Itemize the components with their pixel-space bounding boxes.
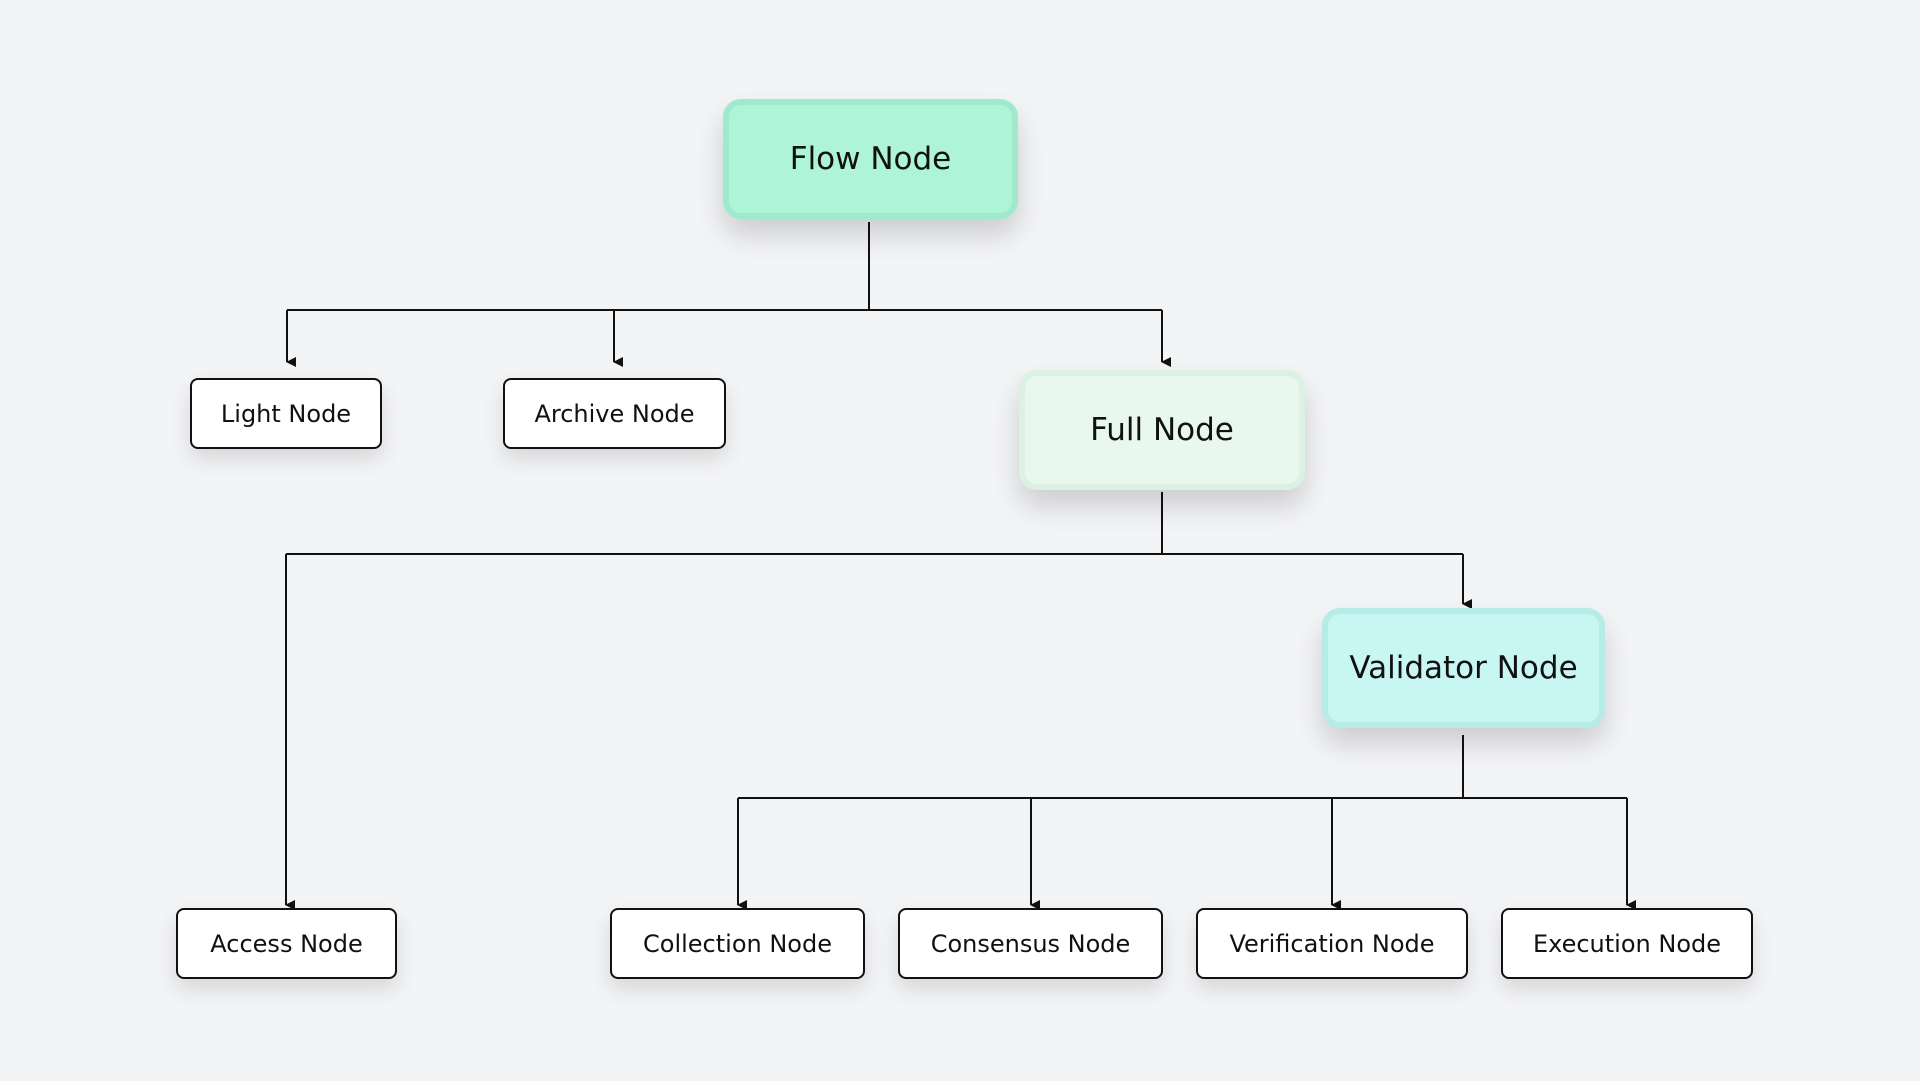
execution-node-label: Execution Node [1532, 929, 1722, 958]
consensus-node-box: Consensus Node [898, 908, 1163, 979]
full-node-connectors [285, 492, 1472, 910]
full-node-box: Full Node [1019, 370, 1305, 490]
flow-node-connectors [286, 222, 1171, 367]
light-node-box: Light Node [190, 378, 382, 449]
flow-node-box: Flow Node [723, 99, 1018, 219]
archive-node-box: Archive Node [503, 378, 726, 449]
full-node-label: Full Node [1090, 412, 1234, 448]
validator-node-connectors [737, 735, 1636, 910]
validator-node-label: Validator Node [1349, 650, 1578, 686]
archive-node-label: Archive Node [534, 399, 695, 428]
consensus-node-label: Consensus Node [930, 929, 1131, 958]
access-node-box: Access Node [176, 908, 397, 979]
flow-node-label: Flow Node [789, 141, 952, 177]
collection-node-box: Collection Node [610, 908, 865, 979]
access-node-label: Access Node [210, 929, 363, 958]
collection-node-label: Collection Node [643, 929, 832, 958]
verification-node-box: Verification Node [1196, 908, 1468, 979]
light-node-label: Light Node [220, 399, 352, 428]
validator-node-box: Validator Node [1322, 608, 1605, 728]
verification-node-label: Verification Node [1229, 929, 1435, 958]
execution-node-box: Execution Node [1501, 908, 1753, 979]
